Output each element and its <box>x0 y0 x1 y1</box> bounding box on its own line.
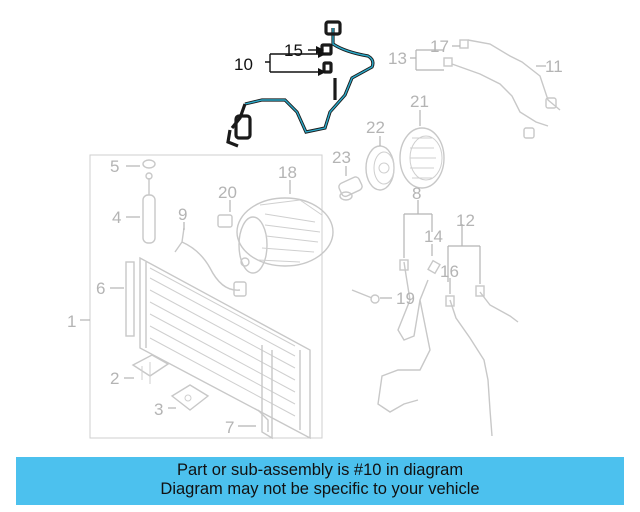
callout-1: 1 <box>67 312 76 331</box>
part-19[interactable] <box>351 289 380 304</box>
pulley-part-21[interactable] <box>399 127 445 189</box>
callout-2: 2 <box>110 369 119 388</box>
callout-16: 16 <box>440 262 459 281</box>
part-2[interactable] <box>131 354 170 384</box>
callout-15: 15 <box>284 41 303 60</box>
callout-4: 4 <box>112 208 121 227</box>
hose-part-12[interactable] <box>445 285 519 437</box>
receiver-drier-part-4[interactable] <box>142 172 156 244</box>
callout-9: 9 <box>178 205 187 224</box>
leader-15 <box>308 46 324 54</box>
callout-14: 14 <box>424 227 443 246</box>
callout-10: 10 <box>234 55 253 74</box>
callout-19: 19 <box>396 289 415 308</box>
condenser-group-part-1[interactable] <box>89 154 323 440</box>
clutch-part-22[interactable] <box>365 145 395 191</box>
part-20[interactable] <box>217 214 233 228</box>
callout-13: 13 <box>388 49 407 68</box>
leader-lines <box>80 45 546 427</box>
part-3[interactable] <box>170 384 210 411</box>
callout-6: 6 <box>96 279 105 298</box>
callout-23: 23 <box>332 148 351 167</box>
part-7[interactable] <box>257 409 269 432</box>
bracket-part-6[interactable] <box>125 261 135 337</box>
callout-17: 17 <box>430 37 449 56</box>
callout-20: 20 <box>218 183 237 202</box>
caption-line-2: Diagram may not be specific to your vehi… <box>160 480 480 498</box>
compressor-part-18[interactable] <box>236 197 334 274</box>
callout-7: 7 <box>225 418 234 437</box>
callout-12: 12 <box>456 211 475 230</box>
callout-22: 22 <box>366 118 385 137</box>
part-23[interactable] <box>338 176 364 201</box>
callout-3: 3 <box>154 400 163 419</box>
hose-part-11[interactable] <box>443 39 561 139</box>
caption-banner: Part or sub-assembly is #10 in diagram D… <box>16 457 624 505</box>
callout-11: 11 <box>545 57 563 76</box>
callout-8: 8 <box>412 184 421 203</box>
parts-diagram: 1 2 3 4 5 6 7 8 9 10 11 12 13 14 15 16 1… <box>67 20 563 440</box>
fitting-part-15[interactable] <box>320 43 333 74</box>
callout-5: 5 <box>110 157 119 176</box>
hose-part-8[interactable] <box>377 259 441 413</box>
cap-part-5[interactable] <box>142 159 156 169</box>
caption-line-1: Part or sub-assembly is #10 in diagram <box>176 461 464 479</box>
leader-10 <box>265 50 326 76</box>
hose-part-9[interactable] <box>174 227 247 297</box>
callout-21: 21 <box>410 92 429 111</box>
hose-assembly-part-10[interactable] <box>226 20 375 148</box>
callout-18: 18 <box>278 163 297 182</box>
